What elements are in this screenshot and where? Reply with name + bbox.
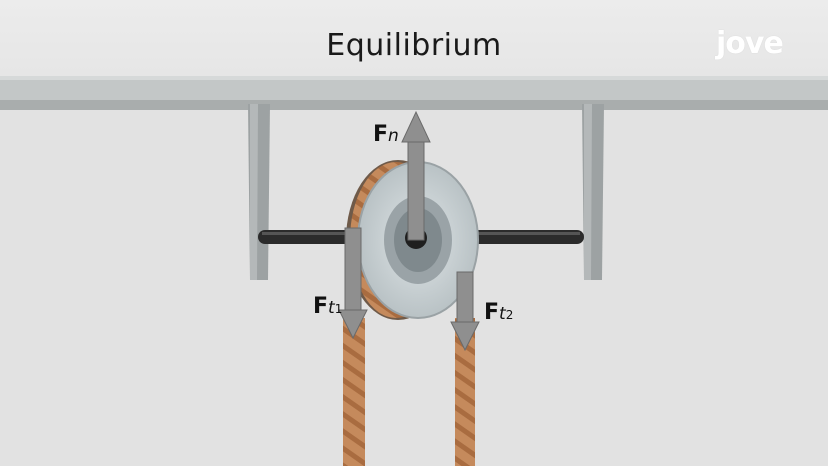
tension-left-label-subsub: 1 <box>334 302 343 316</box>
tension-left-label: Ft1 <box>313 294 342 319</box>
header-band <box>0 0 828 76</box>
page-title: Equilibrium <box>326 28 502 63</box>
tension-right-label-sub: t <box>499 304 506 324</box>
tension-left-arrow <box>338 227 368 340</box>
tension-right-label-subsub: 2 <box>505 308 514 322</box>
right-bracket <box>582 104 604 280</box>
tension-right-arrow <box>450 271 480 352</box>
tension-left-label-sub: t <box>328 298 335 318</box>
normal-force-label-main: F <box>373 122 389 147</box>
jove-logo: jove <box>716 26 784 61</box>
ceiling-beam <box>0 76 828 110</box>
tension-right-label-main: F <box>484 300 500 325</box>
left-bracket <box>248 104 270 280</box>
tension-right-label: Ft2 <box>484 300 513 325</box>
rope-left <box>343 318 365 466</box>
tension-left-label-main: F <box>313 294 329 319</box>
normal-force-label: Fn <box>373 122 399 147</box>
normal-force-label-sub: n <box>388 126 399 146</box>
rope-right <box>455 318 475 466</box>
normal-force-arrow <box>401 110 431 241</box>
